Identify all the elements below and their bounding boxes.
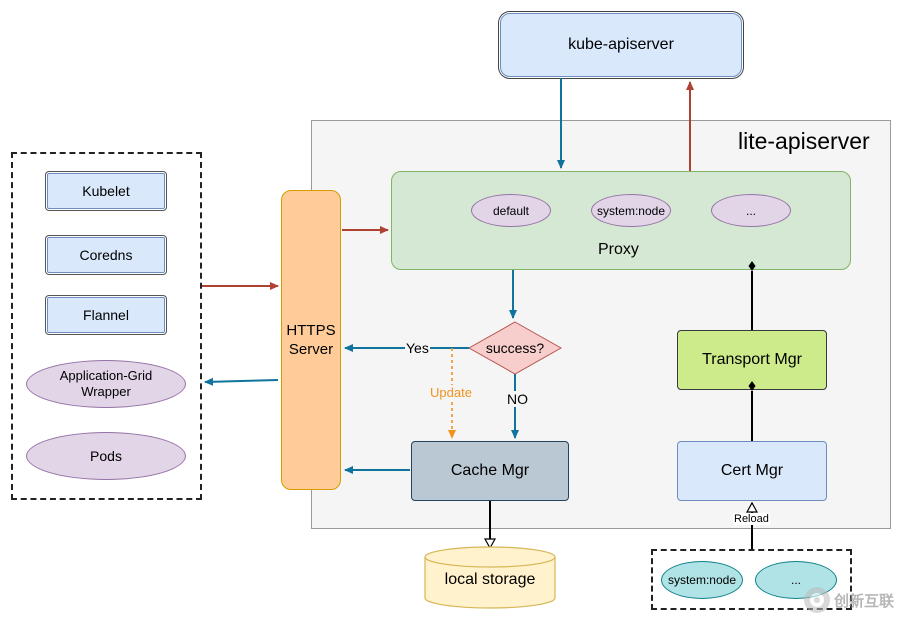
https-server-node: HTTPS Server: [281, 190, 341, 490]
edge-label-reload: Reload: [733, 513, 770, 525]
cache-mgr-node: Cache Mgr: [411, 441, 569, 501]
kubelet-node: Kubelet: [47, 173, 165, 209]
application-grid-wrapper-node: Application-Grid Wrapper: [26, 360, 186, 408]
edge-label-no: NO: [506, 391, 529, 407]
coredns-node: Coredns: [47, 237, 165, 273]
cert-mgr-node: Cert Mgr: [677, 441, 827, 501]
decision-label: success?: [485, 340, 545, 356]
local-storage-label: local storage: [444, 571, 536, 588]
edge-label-yes: Yes: [405, 340, 430, 356]
pods-node: Pods: [26, 432, 186, 480]
cert-source-system-node: system:node: [661, 561, 743, 599]
proxy-label: Proxy: [598, 241, 639, 258]
watermark-logo-icon: [804, 587, 830, 613]
proxy-item-system-node: system:node: [591, 194, 671, 227]
lite-apiserver-label: lite-apiserver: [738, 128, 870, 154]
flannel-node: Flannel: [47, 297, 165, 333]
proxy-item-default: default: [471, 194, 551, 227]
proxy-item-more: ...: [711, 194, 791, 227]
kube-apiserver-node: kube-apiserver: [500, 13, 742, 77]
edge-label-update: Update: [430, 385, 472, 400]
edge-https-to-clients: [204, 377, 279, 386]
watermark-text: 创新互联: [834, 593, 895, 610]
local-storage-cylinder: [424, 546, 556, 609]
